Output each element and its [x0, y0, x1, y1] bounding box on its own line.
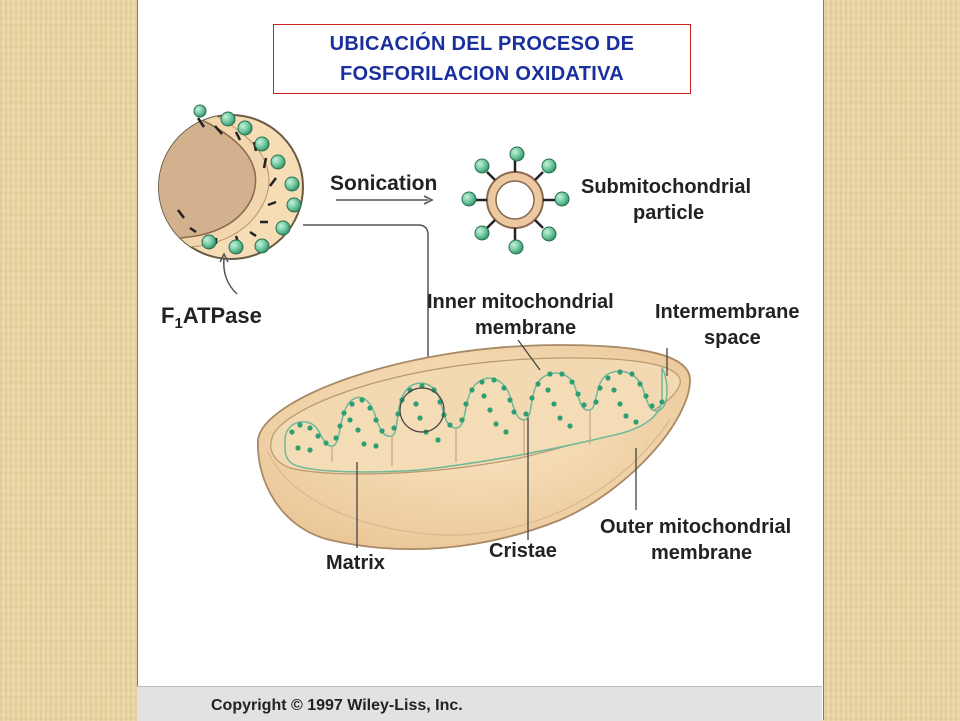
label-inner-membrane-2: membrane [475, 317, 576, 339]
f1-atpase-pointer [223, 257, 238, 295]
mitochondrion [257, 344, 691, 551]
magnified-crista [158, 104, 304, 260]
f1-particles-magnified [193, 104, 302, 255]
label-sonication: Sonication [330, 172, 437, 195]
label-cristae: Cristae [489, 540, 557, 562]
label-intermembrane-2: space [704, 327, 761, 349]
label-submitochondrial-1: Submitochondrial [581, 176, 751, 198]
label-submitochondrial-2: particle [633, 202, 704, 224]
title-box: UBICACIÓN DEL PROCESO DE FOSFORILACION O… [273, 24, 691, 94]
copyright-strip [137, 686, 822, 721]
magnification-connector [303, 224, 429, 380]
title-line-2: FOSFORILACION OXIDATIVA [340, 63, 624, 85]
copyright-text: Copyright © 1997 Wiley-Liss, Inc. [211, 697, 463, 714]
submitochondrial-particle [461, 146, 570, 255]
label-outer-membrane-1: Outer mitochondrial [600, 516, 791, 538]
label-intermembrane-1: Intermembrane [655, 301, 800, 323]
label-matrix: Matrix [326, 552, 385, 574]
label-inner-membrane-1: Inner mitochondrial [427, 291, 614, 313]
sonication-arrow [336, 195, 434, 205]
leader-lines [356, 339, 668, 548]
label-f1-atpase: F1ATPase [161, 303, 262, 332]
title-line-1: UBICACIÓN DEL PROCESO DE [329, 33, 635, 55]
label-outer-membrane-2: membrane [651, 542, 752, 564]
